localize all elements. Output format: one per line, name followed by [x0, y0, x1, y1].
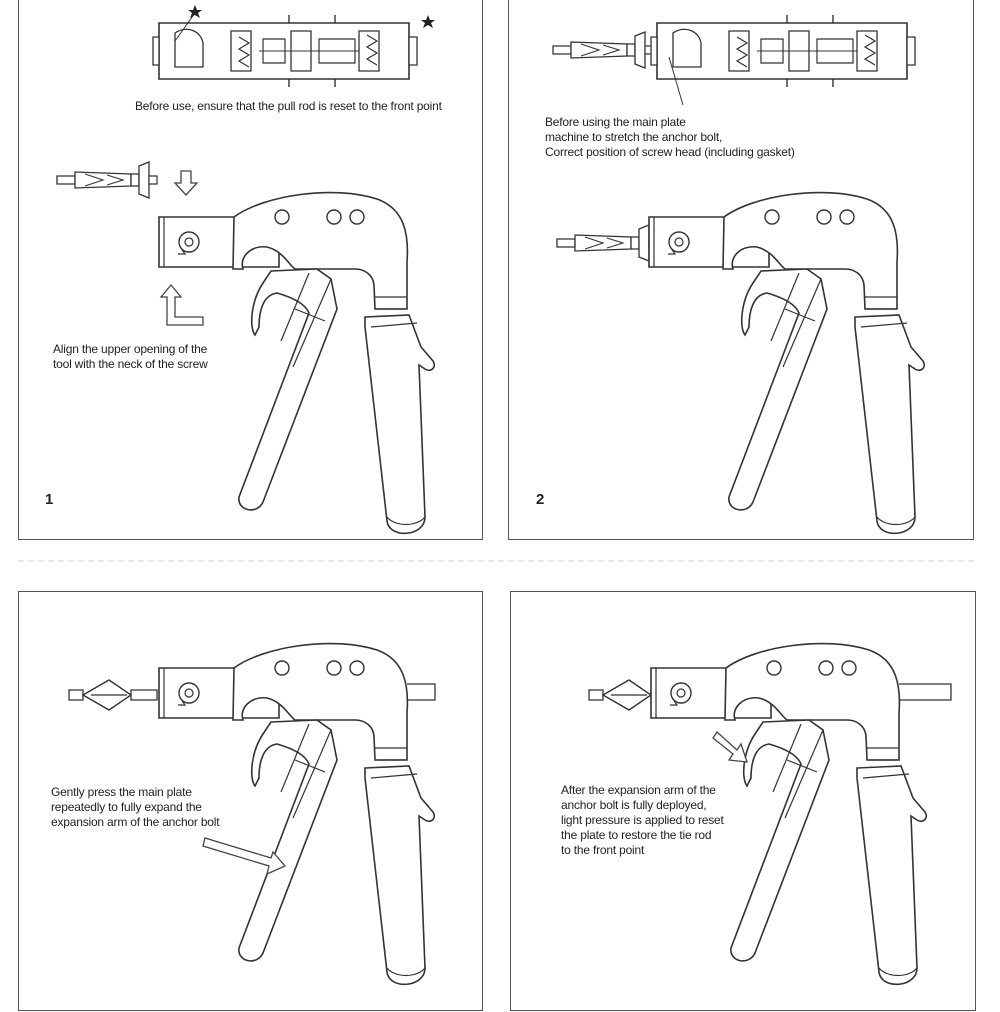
- step-2-number: 2: [536, 491, 545, 508]
- star-marker-1: [188, 5, 202, 18]
- step-1-caption-top: Before use, ensure that the pull rod is …: [135, 99, 442, 113]
- step-2-illustration: [552, 14, 926, 535]
- step-2-caption: Before using the main plate machine to s…: [545, 115, 795, 159]
- expanded-anchor-bolt: [68, 679, 158, 711]
- release-arrow-icon: [713, 732, 747, 762]
- step-4-caption: After the expansion arm of the anchor bo…: [561, 783, 724, 857]
- pull-rod-assembly-top-view: [650, 14, 916, 88]
- down-arrow-icon: [175, 171, 197, 195]
- anchor-bolt-in-nose: [556, 224, 658, 262]
- anchor-bolt-top: [552, 31, 654, 69]
- step-3-panel: Gently press the main plate repeatedly t…: [18, 591, 483, 1011]
- step-4-panel: After the expansion arm of the anchor bo…: [510, 591, 976, 1011]
- step-3-illustration: [68, 642, 484, 986]
- step-3-caption: Gently press the main plate repeatedly t…: [51, 785, 220, 829]
- star-marker-2: [421, 15, 435, 28]
- pull-rod-assembly-top-view: [152, 14, 418, 88]
- step-1-panel: Before use, ensure that the pull rod is …: [18, 0, 483, 540]
- curved-arrow-icon: [161, 285, 203, 325]
- step-1-number: 1: [45, 491, 54, 508]
- panel-separator: [18, 560, 974, 562]
- step-4-illustration: [588, 642, 977, 986]
- anchor-bolt: [56, 161, 158, 199]
- rivet-gun: [648, 191, 926, 535]
- step-2-panel: Before using the main plate machine to s…: [508, 0, 974, 540]
- step-1-caption-align: Align the upper opening of the tool with…: [53, 342, 208, 371]
- step-1-illustration: [56, 5, 436, 535]
- press-arrow-icon: [203, 838, 285, 874]
